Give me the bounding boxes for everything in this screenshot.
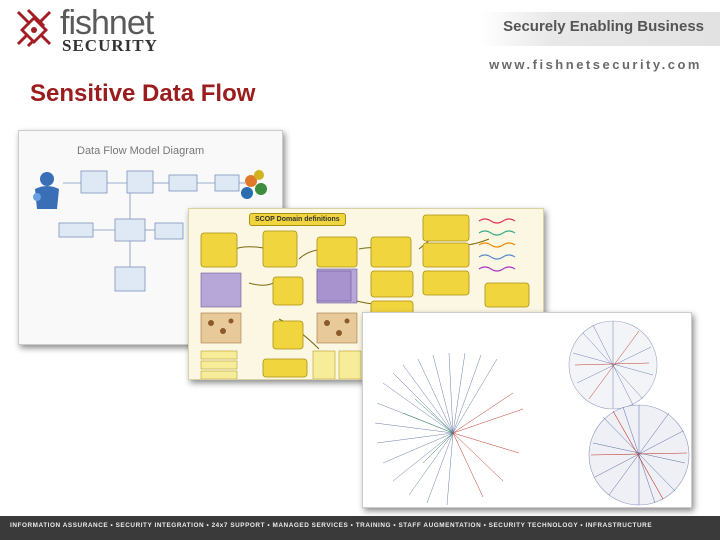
footer-services-text: INFORMATION ASSURANCE • SECURITY INTEGRA… [10, 522, 652, 529]
page-title: Sensitive Data Flow [30, 80, 255, 108]
header: fishnet SECURITY Securely Enabling Busin… [0, 0, 720, 80]
network-graph [363, 313, 692, 508]
cloud-cluster-icon [241, 170, 267, 199]
logo-text-security: SECURITY [62, 36, 158, 56]
user-figure-icon [33, 172, 59, 209]
footer-bar: INFORMATION ASSURANCE • SECURITY INTEGRA… [0, 516, 720, 540]
company-logo: fishnet SECURITY [14, 6, 164, 52]
website-url[interactable]: www.fishnetsecurity.com [489, 57, 702, 72]
fish-net-icon [14, 6, 58, 50]
tagline: Securely Enabling Business [503, 18, 704, 35]
network-visualization-slide [362, 312, 692, 508]
